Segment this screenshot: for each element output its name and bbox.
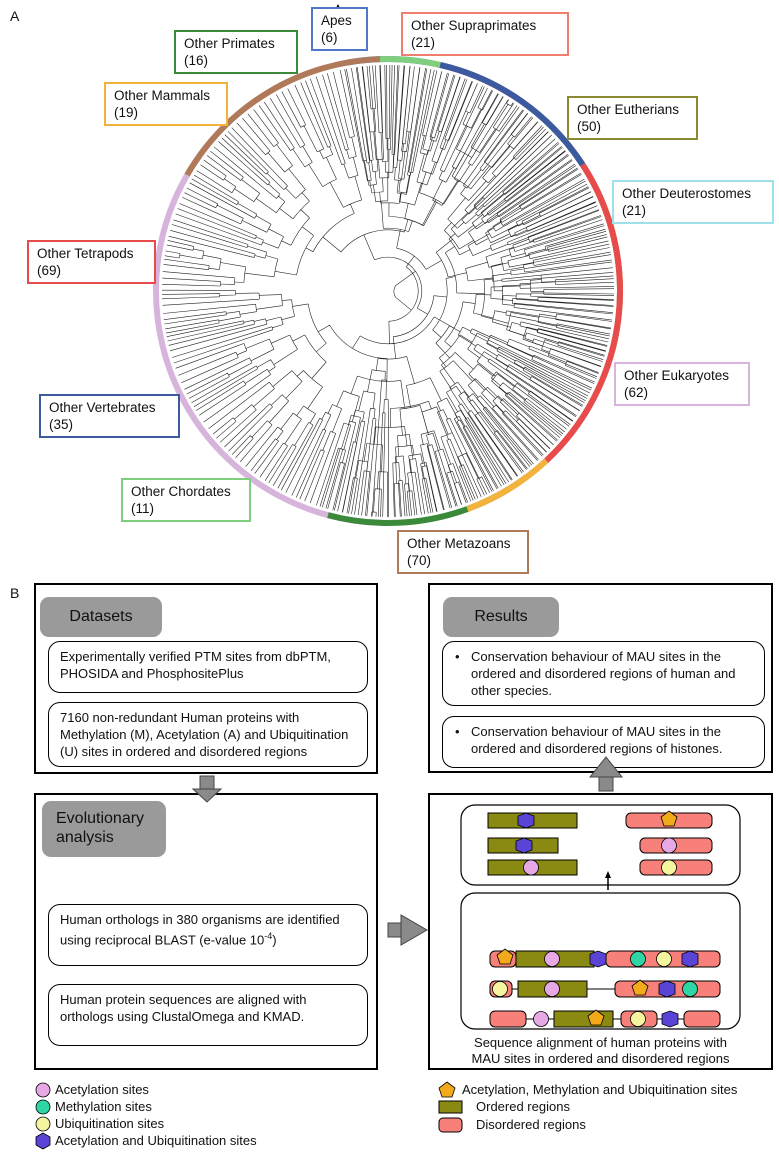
panel-a-label: A [10, 8, 20, 24]
ring-segment-other-mammals [466, 458, 549, 512]
clade-count: (69) [37, 263, 62, 278]
datasets-proteins-box: 7160 non-redundant Human proteins with M… [48, 702, 368, 767]
clade-count: (6) [321, 30, 338, 45]
down-arrow [191, 775, 223, 803]
ring-segment-other-tetrapods [544, 163, 623, 463]
legend-acetylation: Acetylation sites [55, 1082, 149, 1097]
tree-branch-paths [161, 64, 615, 518]
alignment-row-2 [489, 979, 721, 998]
acetylation-marker [523, 859, 539, 876]
clade-name: Other Chordates [131, 484, 231, 499]
clade-count: (21) [622, 203, 647, 218]
ordered-legend-marker [438, 1100, 463, 1114]
blast-text: Human orthologs in 380 organisms are ide… [60, 912, 340, 948]
blast-text-end: ) [272, 932, 277, 948]
clade-count: (21) [411, 35, 436, 50]
clade-label-apes: Apes (6) [311, 7, 368, 51]
ring-segment-other-primates [327, 506, 469, 526]
clade-label-other-deuterostomes: Other Deuterostomes (21) [612, 180, 774, 224]
clade-name: Other Metazoans [407, 536, 511, 551]
clade-name: Other Vertebrates [49, 400, 156, 415]
alignment-row-3 [489, 1009, 721, 1028]
evolutionary-alignment-box: Human protein sequences are aligned with… [48, 984, 368, 1046]
legend-methylation: Methylation sites [55, 1099, 152, 1114]
acet-ubiq-legend-marker [35, 1132, 51, 1150]
clade-name: Apes [321, 13, 352, 28]
results-header: Results [443, 597, 559, 637]
clade-label-other-tetrapods: Other Tetrapods (69) [27, 240, 156, 284]
up-arrow [588, 756, 624, 792]
clade-name: Other Supraprimates [411, 18, 537, 33]
clade-count: (62) [624, 385, 649, 400]
tree-branches [161, 64, 615, 518]
clade-count: (70) [407, 553, 432, 568]
alignment-row-1 [489, 948, 721, 968]
clade-name: Other Eukaryotes [624, 368, 730, 383]
clade-name: Other Mammals [114, 88, 211, 103]
legend-disordered: Disordered regions [476, 1117, 586, 1132]
ring-segment-other-chordates [379, 56, 441, 68]
legend-ordered: Ordered regions [476, 1099, 570, 1114]
amu-marker [660, 810, 678, 827]
clade-label-other-eukaryotes: Other Eukaryotes (62) [614, 362, 750, 406]
results-bullet-text-1: Conservation behaviour of MAU sites in t… [471, 649, 736, 698]
ubiquitination-marker [661, 859, 677, 876]
clade-label-other-eutherians: Other Eutherians (50) [567, 96, 698, 140]
clade-count: (50) [577, 119, 602, 134]
acetylation-marker [661, 837, 677, 854]
evolutionary-header: Evolutionary analysis [42, 801, 166, 857]
clade-label-other-chordates: Other Chordates (11) [121, 478, 251, 522]
results-bullet-text-2: Conservation behaviour of MAU sites in t… [471, 724, 723, 756]
methylation-legend-marker [35, 1099, 51, 1115]
legend-ubiquitination: Ubiquitination sites [55, 1116, 165, 1131]
ring-segment-other-vertebrates [439, 62, 586, 167]
phylogenetic-tree [153, 4, 623, 526]
clade-count: (16) [184, 53, 209, 68]
bullet-mark: • [455, 724, 460, 739]
evolutionary-blast-box: Human orthologs in 380 organisms are ide… [48, 904, 368, 966]
legend-amu: Acetylation, Methylation and Ubiquitinat… [462, 1082, 738, 1097]
clade-count: (19) [114, 105, 139, 120]
clade-label-other-mammals: Other Mammals (19) [104, 82, 228, 126]
clade-count: (35) [49, 417, 74, 432]
clade-color-ring [153, 56, 623, 526]
clade-label-other-metazoans: Other Metazoans (70) [397, 530, 529, 574]
evolutionary-header-line-2: analysis [56, 829, 114, 846]
clade-name: Other Tetrapods [37, 246, 134, 261]
clade-name: Other Deuterostomes [622, 186, 752, 201]
panel-b-label: B [10, 585, 20, 601]
clade-label-other-supraprimates: Other Supraprimates (21) [401, 12, 569, 56]
clade-label-other-vertebrates: Other Vertebrates (35) [39, 394, 180, 438]
acetylation-ubiquitination-marker [517, 812, 535, 829]
alignment-caption: Sequence alignment of human proteins wit… [471, 1035, 730, 1066]
clade-name: Other Eutherians [577, 102, 680, 117]
disordered-legend-marker [438, 1117, 463, 1133]
results-bullet-box-1: • Conservation behaviour of MAU sites in… [442, 641, 765, 706]
blast-exponent: -4 [264, 931, 273, 941]
ring-segment-other-eukaryotes [153, 173, 389, 526]
amu-legend-marker [438, 1081, 456, 1098]
datasets-source-box: Experimentally verified PTM sites from d… [48, 641, 368, 693]
clade-count: (11) [131, 501, 155, 516]
datasets-header: Datasets [40, 597, 162, 637]
ring-segment-other-metazoans [184, 56, 381, 177]
legend-acet-ubiq: Acetylation and Ubiquitination sites [55, 1133, 257, 1148]
right-arrow [387, 914, 429, 946]
clade-label-other-primates: Other Primates (16) [174, 30, 298, 74]
ubiquitination-legend-marker [35, 1116, 51, 1132]
acetylation-ubiquitination-marker [515, 837, 533, 854]
acetylation-legend-marker [35, 1082, 51, 1098]
evolutionary-header-line-1: Evolutionary [56, 810, 145, 827]
clade-name: Other Primates [184, 36, 275, 51]
bullet-mark: • [455, 649, 460, 664]
